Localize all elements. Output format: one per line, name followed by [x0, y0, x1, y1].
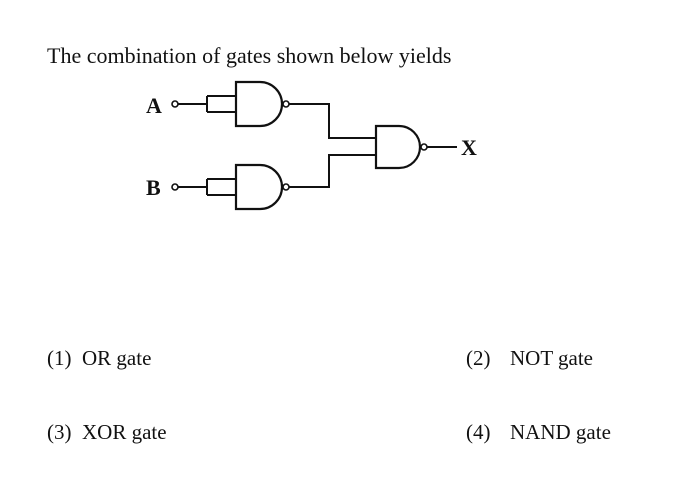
option-3-text: XOR gate: [82, 420, 167, 444]
option-4[interactable]: (4) NAND gate: [466, 419, 611, 445]
question-text: The combination of gates shown below yie…: [47, 43, 452, 68]
gate1-to-gate3-wire: [289, 103, 376, 139]
nand-gate-3-bubble: [420, 143, 428, 151]
output-x-label: X: [461, 135, 477, 160]
option-1-number: (1): [47, 346, 72, 370]
option-4-text: NAND gate: [510, 420, 611, 444]
input-b-label: B: [146, 175, 161, 200]
option-1[interactable]: (1) OR gate: [47, 345, 151, 371]
gate2-to-gate3-wire: [289, 154, 376, 188]
input-a-label: A: [146, 93, 162, 118]
logic-gate-diagram: A B X: [146, 80, 477, 211]
nand-gate-1-bubble: [282, 100, 290, 108]
nand-gate-2: [234, 163, 284, 211]
nand-gate-3: [374, 124, 422, 170]
input-a-terminal: [171, 100, 179, 108]
input-b-terminal: [171, 183, 179, 191]
option-2-text: NOT gate: [510, 346, 594, 370]
option-2-number: (2): [466, 346, 491, 370]
option-2[interactable]: (2) NOT gate: [466, 345, 593, 371]
nand-gate-2-bubble: [282, 183, 290, 191]
option-4-number: (4): [466, 420, 491, 444]
option-1-text: OR gate: [82, 346, 152, 370]
option-3[interactable]: (3) XOR gate: [47, 419, 167, 445]
option-3-number: (3): [47, 420, 72, 444]
nand-gate-1: [234, 80, 284, 128]
